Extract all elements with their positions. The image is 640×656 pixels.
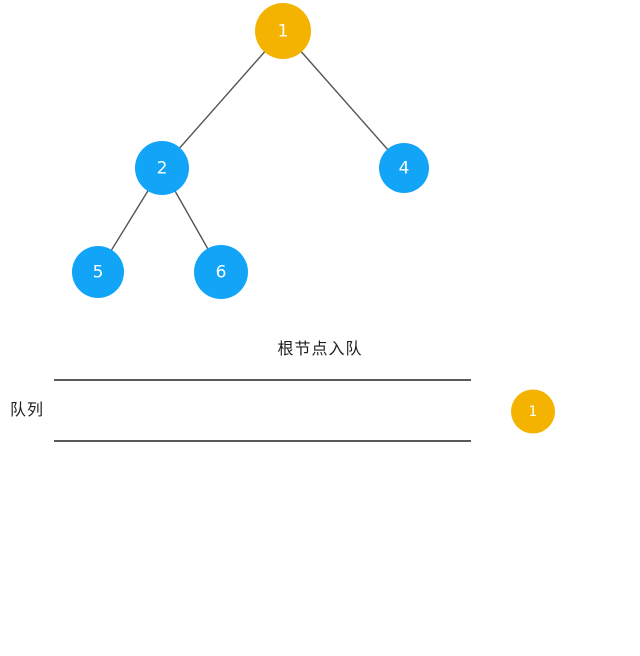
tree-node-circle-1 [255,3,311,59]
tree-node-value-2: 2 [157,159,168,179]
tree-node-circle-5 [72,246,124,298]
tree-node-2[interactable]: 2 [135,141,189,195]
tree-node-value-1: 1 [278,22,289,42]
tree-edge-n1-n2 [177,49,267,150]
tree-node-value-5: 5 [93,263,104,283]
queue-layer: 1 [54,379,555,442]
tree-node-5[interactable]: 5 [72,246,124,298]
tree-node-layer: 1 2 4 5 6 [72,3,429,299]
queue-item-circle-1 [511,389,555,434]
tree-node-circle-4 [379,143,429,193]
queue-item-1[interactable]: 1 [511,389,555,434]
tree-node-value-6: 6 [216,263,227,283]
queue-label: 队列 [10,400,45,419]
tree-node-6[interactable]: 6 [194,245,248,299]
tree-edge-n1-n4 [299,49,390,152]
tree-node-circle-6 [194,245,248,299]
tree-node-4[interactable]: 4 [379,143,429,193]
tree-node-circle-2 [135,141,189,195]
tree-node-1[interactable]: 1 [255,3,311,59]
queue-item-value-1: 1 [529,404,538,420]
step-caption: 根节点入队 [277,339,363,358]
tree-edge-layer [109,49,390,253]
tree-edge-n2-n6 [173,189,210,251]
tree-edge-n2-n5 [109,188,150,253]
tree-node-value-4: 4 [399,159,410,179]
